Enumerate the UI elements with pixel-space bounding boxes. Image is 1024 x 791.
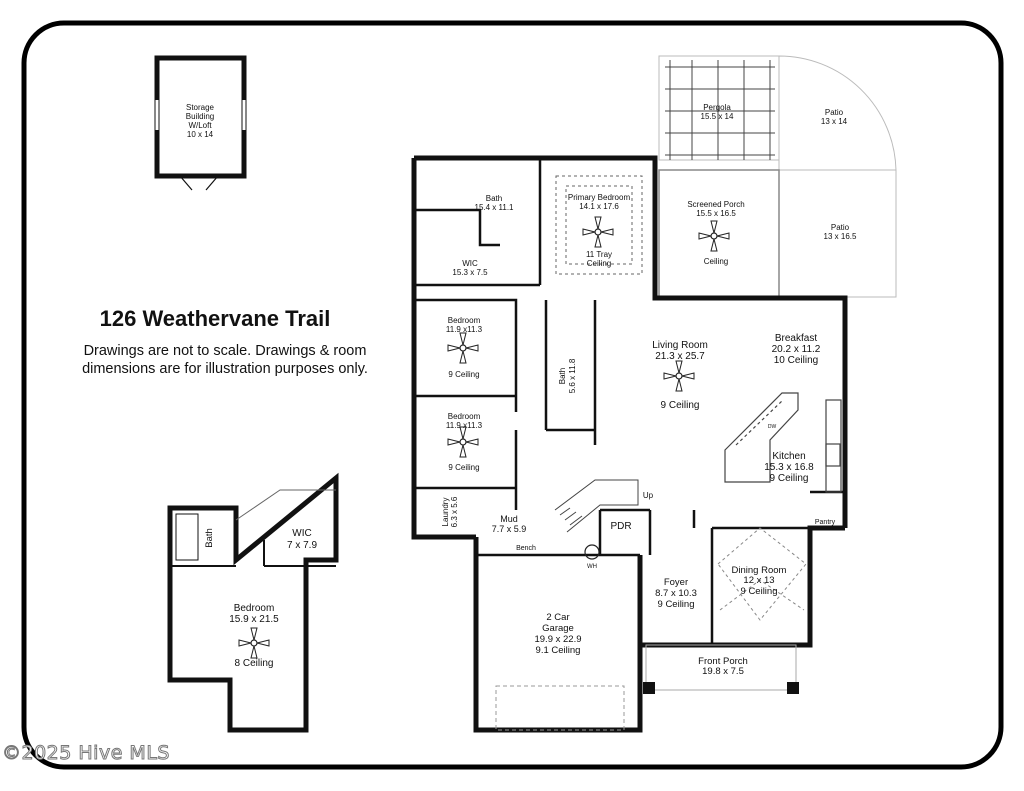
laundry-dimensions: 6.3 x 5.6 bbox=[450, 496, 459, 527]
storage-label: Storage bbox=[186, 103, 215, 112]
stairs bbox=[554, 479, 639, 533]
kitchen-label: Kitchen bbox=[772, 451, 805, 462]
laundry-label: Laundry bbox=[441, 498, 450, 527]
primary-bath-label: Bath bbox=[486, 194, 502, 203]
disclaimer-line: dimensions are for illustration purposes… bbox=[82, 361, 368, 377]
bedroom-label: Bedroom bbox=[448, 412, 481, 421]
front-porch-label: Front Porch bbox=[698, 656, 748, 667]
upper-floor-walls bbox=[167, 472, 339, 733]
living-room-label: Living Room bbox=[652, 340, 708, 351]
property-title: 126 Weathervane Trail bbox=[99, 306, 331, 331]
patio-label: Patio bbox=[831, 223, 850, 232]
screened-porch-area bbox=[658, 169, 780, 299]
breakfast-label: Breakfast bbox=[775, 333, 817, 344]
pergola-dimensions: 15.5 x 14 bbox=[701, 112, 734, 121]
ceiling-fan-icon bbox=[238, 627, 270, 659]
screened-porch-dimensions: 15.5 x 16.5 bbox=[696, 209, 736, 218]
upper-bath-label: Bath bbox=[204, 528, 215, 548]
primary-wic-dimensions: 15.3 x 7.5 bbox=[452, 268, 488, 277]
breakfast-dimensions: 20.2 x 11.2 bbox=[772, 344, 821, 355]
kitchen-dimensions: 15.3 x 16.8 bbox=[764, 462, 814, 473]
page-frame bbox=[21, 20, 1004, 770]
pergola-label: Pergola bbox=[703, 103, 731, 112]
primary-bedroom-dimensions: 14.1 x 17.6 bbox=[579, 202, 619, 211]
primary-bedroom-label: Primary Bedroom bbox=[568, 193, 631, 202]
screened-porch-ceiling: Ceiling bbox=[704, 257, 728, 266]
upper-bedroom-dimensions: 15.9 x 21.5 bbox=[229, 614, 279, 625]
upper-wic-dimensions: 7 x 7.9 bbox=[287, 540, 317, 551]
primary-wic-label: WIC bbox=[462, 259, 478, 268]
disclaimer: Drawings are not to scale. Drawings & ro… bbox=[40, 342, 410, 378]
tray-ceiling bbox=[555, 175, 643, 275]
garage-door bbox=[495, 685, 625, 731]
main-floor-walls bbox=[411, 155, 848, 733]
patio-label: Patio bbox=[825, 108, 844, 117]
dishwasher-label: DW bbox=[768, 424, 777, 430]
dining-room-label: Dining Room bbox=[732, 565, 787, 576]
pergola bbox=[658, 55, 780, 161]
ceiling-fan-icon bbox=[447, 332, 479, 364]
foyer-dimensions: 8.7 x 10.3 bbox=[655, 588, 697, 599]
breakfast-ceiling: 10 Ceiling bbox=[774, 355, 818, 366]
upper-floor-interior bbox=[170, 489, 336, 567]
storage-label: Building bbox=[186, 112, 214, 121]
ceiling-fan-icon bbox=[447, 426, 479, 458]
storage-dimensions: 10 x 14 bbox=[187, 130, 214, 139]
garage-label: 2 Car bbox=[546, 612, 569, 623]
disclaimer-line: Drawings are not to scale. Drawings & ro… bbox=[83, 343, 367, 359]
foyer-label: Foyer bbox=[664, 577, 688, 588]
upper-bedroom-label: Bedroom bbox=[234, 603, 275, 614]
upper-bedroom-ceiling: 8 Ceiling bbox=[235, 658, 274, 669]
patio-area bbox=[778, 55, 897, 298]
pdr-label: PDR bbox=[610, 521, 631, 532]
watermark: ©2025 Hive MLS bbox=[2, 742, 170, 765]
garage-ceiling: 9.1 Ceiling bbox=[536, 645, 581, 656]
mud-room-label: Mud bbox=[500, 514, 518, 524]
storage-label: W/Loft bbox=[188, 121, 212, 130]
garage-dimensions: 19.9 x 22.9 bbox=[534, 634, 581, 645]
front-porch-dimensions: 19.8 x 7.5 bbox=[702, 666, 744, 677]
primary-bath-dimensions: 15.4 x 11.1 bbox=[475, 203, 515, 212]
front-porch bbox=[643, 644, 799, 694]
dining-room-ceiling: 9 Ceiling bbox=[741, 586, 778, 597]
water-heater-icon bbox=[584, 544, 600, 560]
bedroom-dimensions: 11.9 x11.3 bbox=[446, 325, 483, 334]
ceiling-fan-icon bbox=[698, 220, 730, 252]
garage-label: Garage bbox=[542, 623, 574, 634]
living-room-ceiling: 9 Ceiling bbox=[661, 400, 700, 411]
mud-room-dimensions: 7.7 x 5.9 bbox=[492, 524, 527, 534]
bedroom-label: Bedroom bbox=[448, 316, 481, 325]
water-heater-label: WH bbox=[587, 564, 597, 570]
ceiling-fan-icon bbox=[582, 216, 614, 248]
patio-dimensions: 13 x 16.5 bbox=[824, 232, 857, 241]
bedroom-ceiling: 9 Ceiling bbox=[448, 463, 479, 472]
kitchen-ceiling: 9 Ceiling bbox=[770, 473, 809, 484]
bedroom-dimensions: 11.9 x11.3 bbox=[446, 421, 483, 430]
interior-walls bbox=[414, 158, 845, 645]
pantry-label: Pantry bbox=[815, 519, 836, 526]
living-room-dimensions: 21.3 x 25.7 bbox=[655, 351, 705, 362]
hall-bath-dimensions: 5.6 x 11.8 bbox=[568, 358, 577, 393]
kitchen-island bbox=[724, 392, 842, 493]
bedroom-ceiling: 9 Ceiling bbox=[448, 370, 479, 379]
patio-dimensions: 13 x 14 bbox=[821, 117, 848, 126]
foyer-ceiling: 9 Ceiling bbox=[658, 599, 695, 610]
ceiling-fan-icon bbox=[663, 360, 695, 392]
dining-ceiling-detail bbox=[717, 527, 807, 621]
stairs-up-label: Up bbox=[643, 491, 654, 500]
dining-room-dimensions: 12 x 13 bbox=[743, 575, 774, 586]
screened-porch-label: Screened Porch bbox=[687, 200, 744, 209]
storage-building bbox=[154, 55, 247, 191]
upper-wic-label: WIC bbox=[292, 528, 311, 539]
primary-bedroom-ceiling: 11 Tray bbox=[586, 250, 612, 259]
bench-label: Bench bbox=[516, 545, 536, 552]
primary-bedroom-ceiling: Ceiling bbox=[587, 259, 611, 268]
hall-bath-label: Bath bbox=[558, 368, 567, 384]
